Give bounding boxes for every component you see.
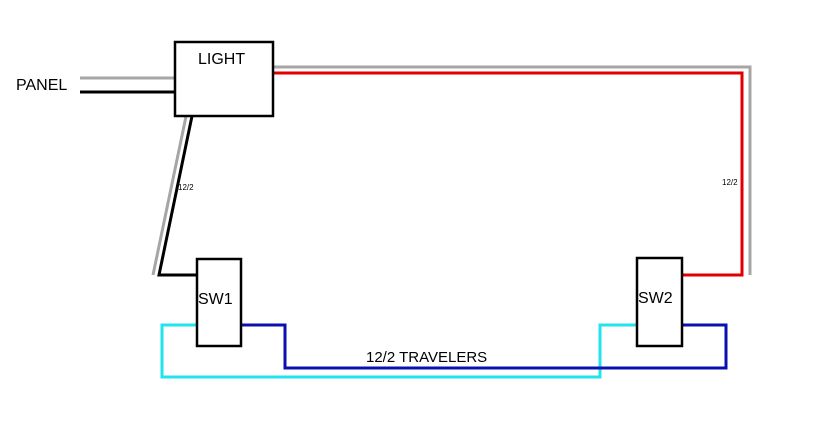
switch-2-label: SW2	[638, 290, 673, 307]
switch-1-box	[195, 257, 243, 348]
traveler-dark-blue-wire	[241, 323, 728, 370]
switch-2-box	[635, 256, 684, 348]
light-label: LIGHT	[198, 51, 245, 68]
cable-left-label: 12/2	[178, 183, 194, 192]
switched-red-wire	[262, 71, 744, 277]
light-fixture-box	[173, 40, 275, 118]
switch-1-label: SW1	[198, 291, 233, 308]
travelers-label: 12/2 TRAVELERS	[366, 349, 487, 366]
cable-right-label: 12/2	[722, 178, 738, 187]
light-to-sw2-neutral-wire	[262, 65, 752, 275]
traveler-light-blue-wire	[160, 323, 637, 379]
panel-hot-wire	[80, 90, 199, 277]
panel-label: PANEL	[16, 77, 67, 94]
